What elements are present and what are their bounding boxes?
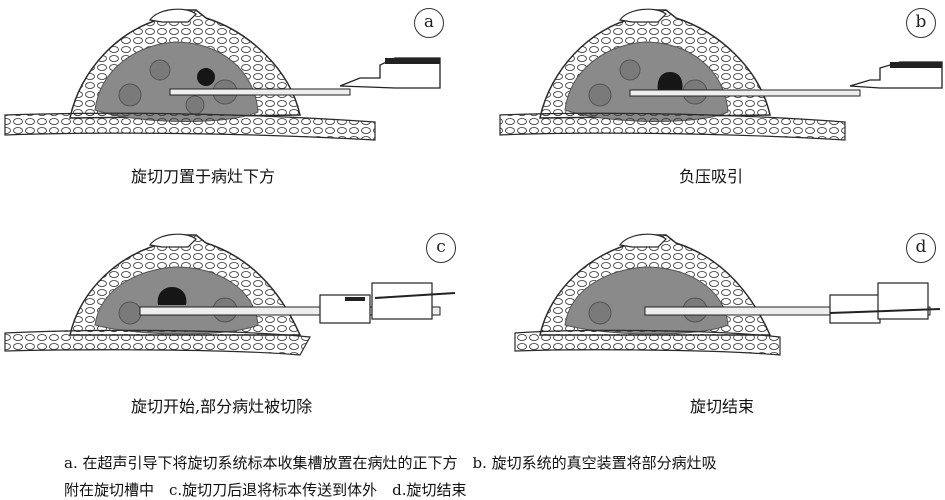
legend-line-1: a. 在超声引导下将旋切系统标本收集槽放置在病灶的正下方 b. 旋切系统的真空装… — [64, 452, 717, 473]
panel-a-illustration — [0, 0, 470, 150]
panel-a-caption: 旋切刀置于病灶下方 — [131, 163, 275, 187]
chest-wall — [500, 113, 845, 140]
panel-c-caption: 旋切开始,部分病灶被切除 — [131, 393, 312, 417]
chest-wall — [515, 330, 780, 355]
panel-d-caption: 旋切结束 — [690, 393, 754, 417]
panel-d: d — [480, 225, 945, 375]
chest-wall — [5, 330, 310, 355]
panel-b-badge: b — [906, 8, 936, 38]
panel-a-badge: a — [414, 8, 444, 38]
panel-d-badge: d — [906, 233, 936, 263]
panel-b-caption: 负压吸引 — [679, 163, 743, 187]
panel-a: a — [0, 0, 470, 150]
chest-wall — [5, 113, 375, 140]
panel-b: b — [480, 0, 945, 150]
panel-c-badge: c — [426, 233, 456, 263]
panel-d-illustration — [480, 225, 945, 375]
panel-b-illustration — [480, 0, 945, 150]
panel-c: c — [0, 225, 470, 375]
legend-line-2: 附在旋切槽中 c.旋切刀后退将标本传送到体外 d.旋切结束 — [64, 479, 467, 500]
lesion — [197, 68, 215, 86]
panel-c-illustration — [0, 225, 470, 375]
